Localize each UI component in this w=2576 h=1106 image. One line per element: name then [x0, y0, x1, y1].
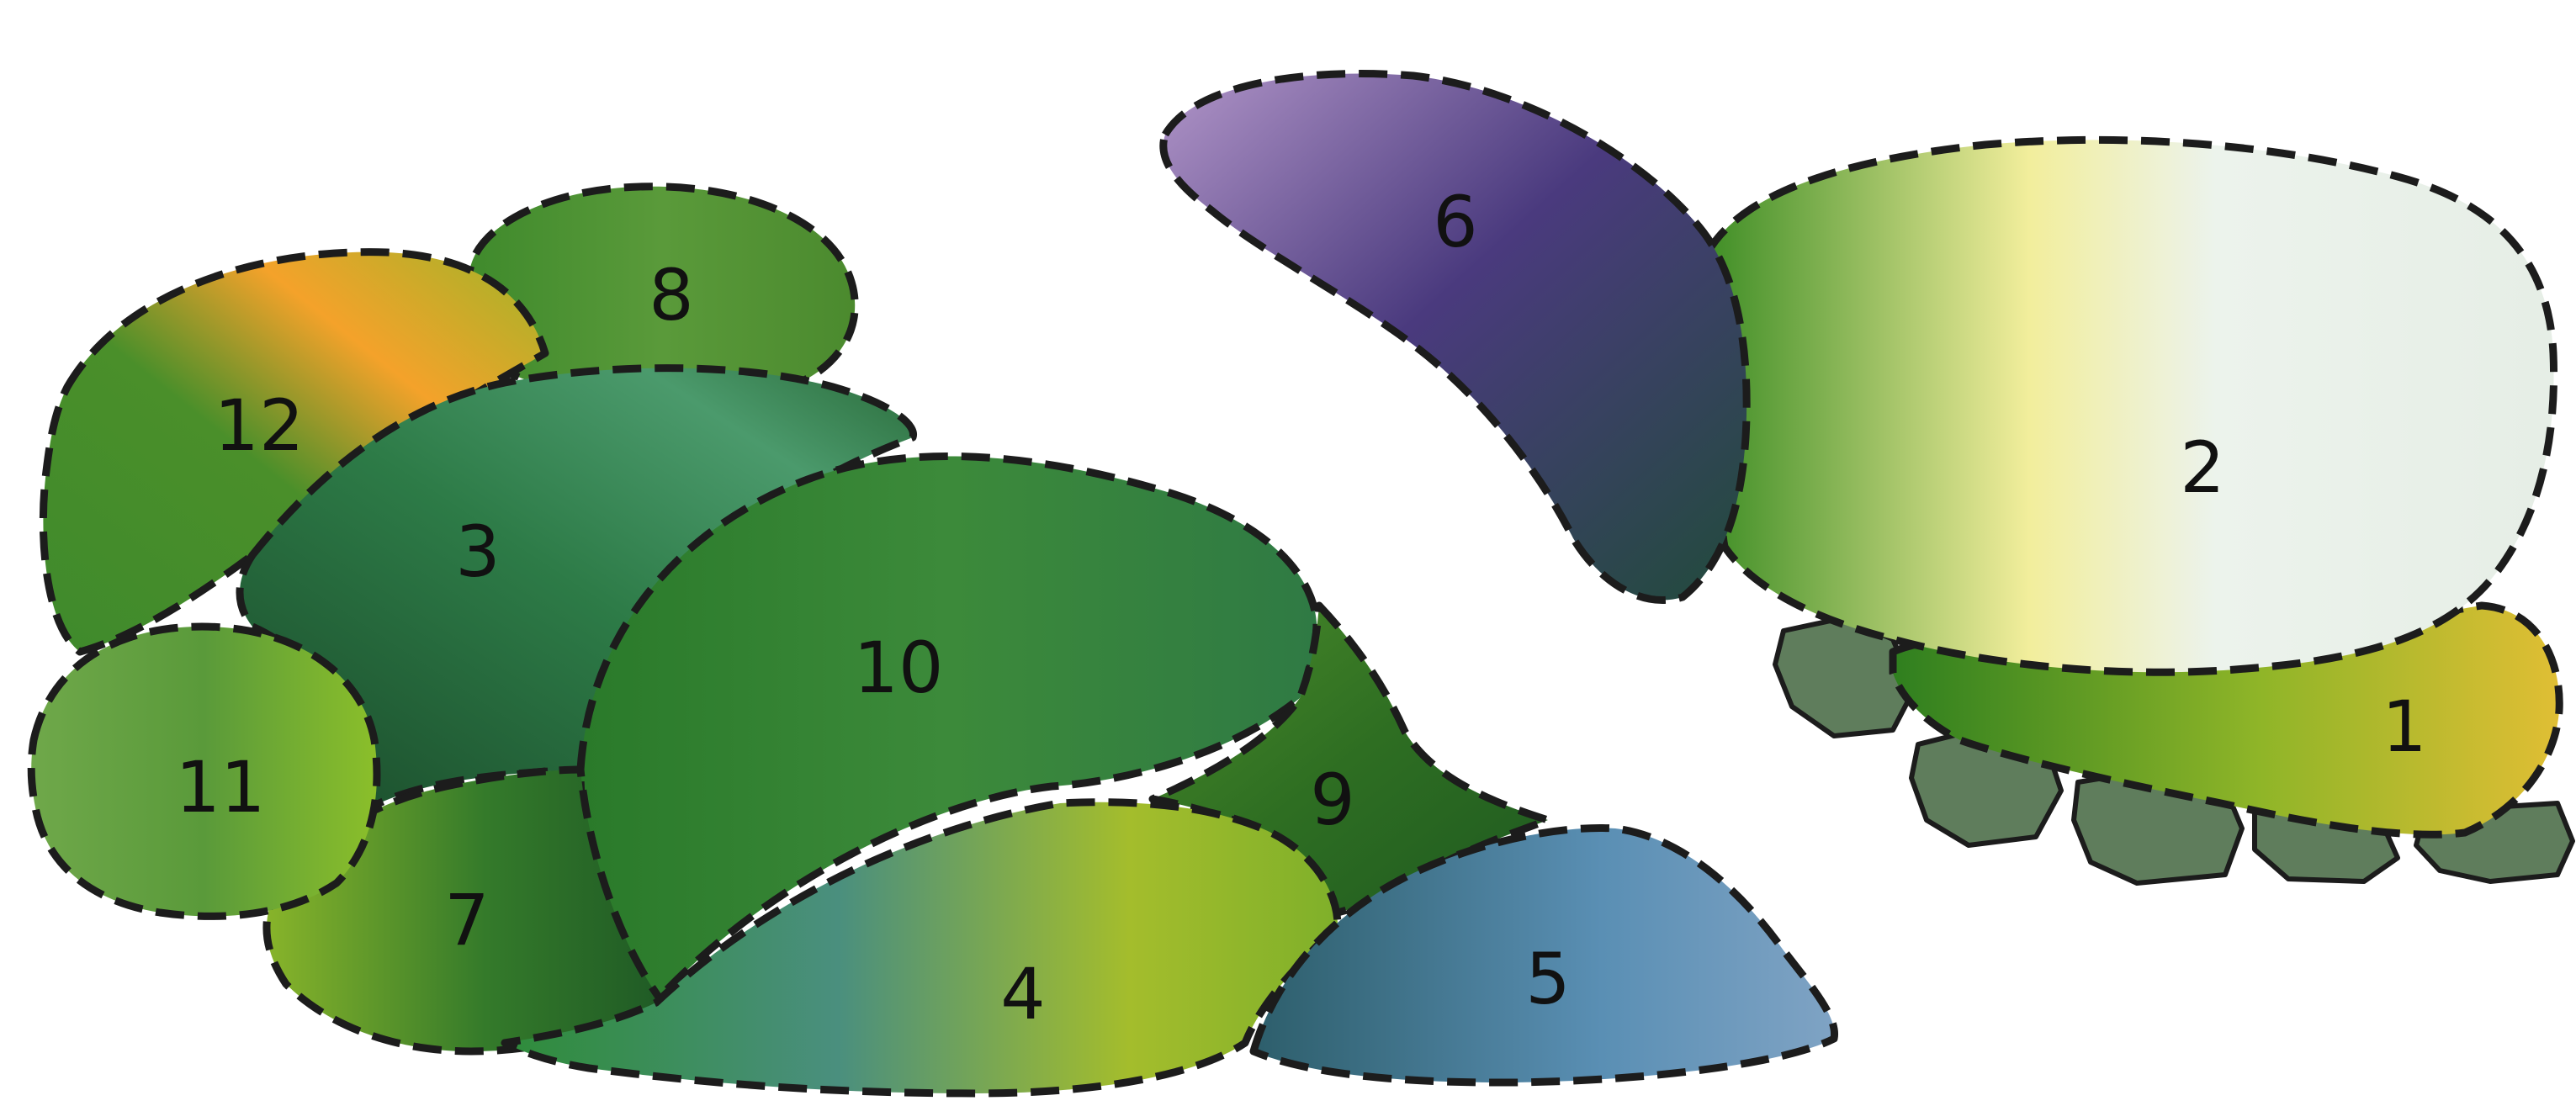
- bed-label-4: 4: [1000, 953, 1045, 1035]
- bed-label-6: 6: [1433, 181, 1477, 263]
- bed-label-10: 10: [854, 627, 944, 709]
- bed-label-11: 11: [176, 746, 266, 828]
- bed-label-1: 1: [2382, 685, 2426, 768]
- bed-label-3: 3: [455, 511, 500, 593]
- bed-label-9: 9: [1310, 759, 1354, 841]
- bed-6: [1163, 74, 1746, 601]
- bed-label-2: 2: [2180, 426, 2224, 509]
- bed-label-12: 12: [215, 384, 305, 467]
- bed-label-8: 8: [649, 254, 693, 336]
- bed-label-7: 7: [444, 879, 489, 961]
- bed-label-5: 5: [1525, 938, 1570, 1020]
- bed-2: [1708, 140, 2554, 672]
